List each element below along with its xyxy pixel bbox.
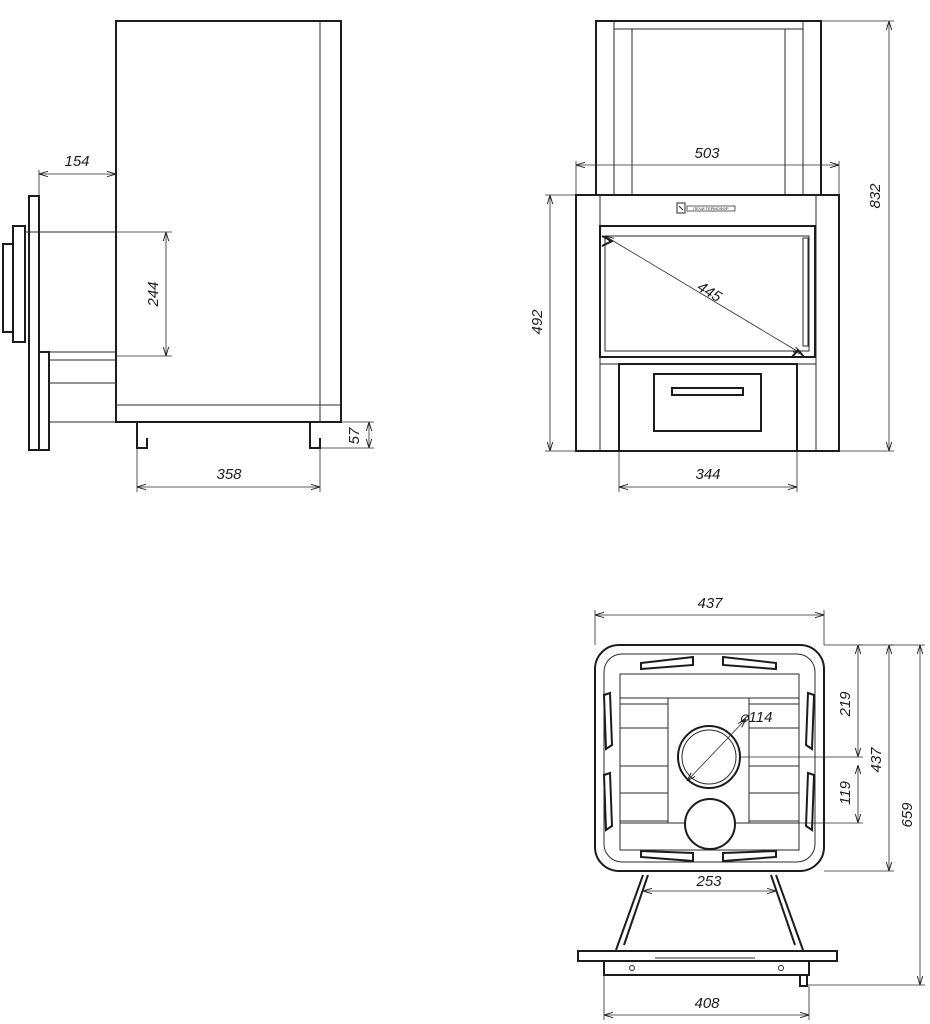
brand-logo-text: ПЕЧИ ТЕРМОФОР	[693, 206, 729, 211]
side-door-frame	[12, 225, 26, 343]
ashpan-drawer	[653, 373, 762, 432]
dim-label-244: 244	[145, 281, 162, 307]
dim-label-253: 253	[695, 873, 722, 890]
top-vent-slot-7	[804, 691, 816, 751]
top-vent-slot-3	[640, 849, 694, 863]
dim-line-114	[687, 719, 746, 781]
top-front-leg-right	[775, 874, 804, 951]
side-body-outline	[115, 20, 342, 423]
front-panel	[575, 194, 840, 452]
top-view: ⌀114 437 219 119 437 659 253	[577, 595, 925, 1020]
dim-label-119: 119	[837, 780, 854, 805]
dim-label-659: 659	[899, 802, 916, 828]
side-door-handle	[2, 243, 14, 333]
top-front-plate	[577, 950, 838, 962]
dim-label-219: 219	[837, 691, 854, 718]
dim-label-408: 408	[694, 995, 720, 1012]
top-vent-slot-5	[602, 691, 614, 751]
dim-label-57: 57	[346, 427, 363, 444]
dim-line-445	[605, 236, 802, 354]
top-compartment-left	[619, 703, 669, 822]
dim-label-492: 492	[529, 309, 546, 335]
top-vent-slot-1	[640, 655, 694, 671]
top-body-inner-outline	[603, 653, 816, 863]
brand-logo-strip	[686, 205, 736, 212]
top-front-leg-left	[615, 874, 644, 951]
top-door-hinge-left	[629, 965, 635, 971]
front-view: ПЕЧИ ТЕРМОФОР 445 503 832 492	[529, 20, 894, 492]
dim-label-437-width: 437	[697, 595, 723, 612]
ashpan-handle	[671, 387, 744, 396]
top-door-hinge-right	[778, 965, 784, 971]
front-upper-body	[595, 20, 822, 196]
ashpan-housing	[618, 363, 798, 452]
side-leg-front	[136, 422, 148, 449]
top-body-outline	[594, 644, 825, 872]
brand-logo: ПЕЧИ ТЕРМОФОР	[676, 202, 736, 214]
side-view: 154 244 57 358	[2, 20, 374, 492]
top-door-bar	[603, 960, 810, 976]
dim-label-437-depth: 437	[868, 747, 885, 773]
top-vent-slot-4	[722, 849, 777, 863]
dim-label-445: 445	[694, 278, 725, 306]
side-leg-rear	[309, 422, 321, 449]
brand-logo-icon	[676, 202, 686, 214]
top-door-handle	[799, 974, 808, 987]
dim-label-358: 358	[216, 466, 242, 483]
dim-label-344: 344	[695, 466, 720, 483]
dim-label-154: 154	[64, 153, 89, 170]
top-vent-slot-2	[722, 655, 777, 671]
side-front-plate	[28, 195, 40, 451]
dim-label-832: 832	[867, 183, 884, 209]
top-vent-slot-8	[804, 771, 816, 832]
dim-label-503: 503	[694, 145, 720, 162]
fire-door-handle	[802, 237, 809, 347]
dim-label-114: ⌀114	[740, 709, 773, 726]
fire-door-frame	[599, 225, 816, 358]
side-ashpan-plate	[38, 351, 50, 451]
top-vent-slot-6	[602, 771, 614, 832]
top-second-outlet	[684, 798, 736, 850]
